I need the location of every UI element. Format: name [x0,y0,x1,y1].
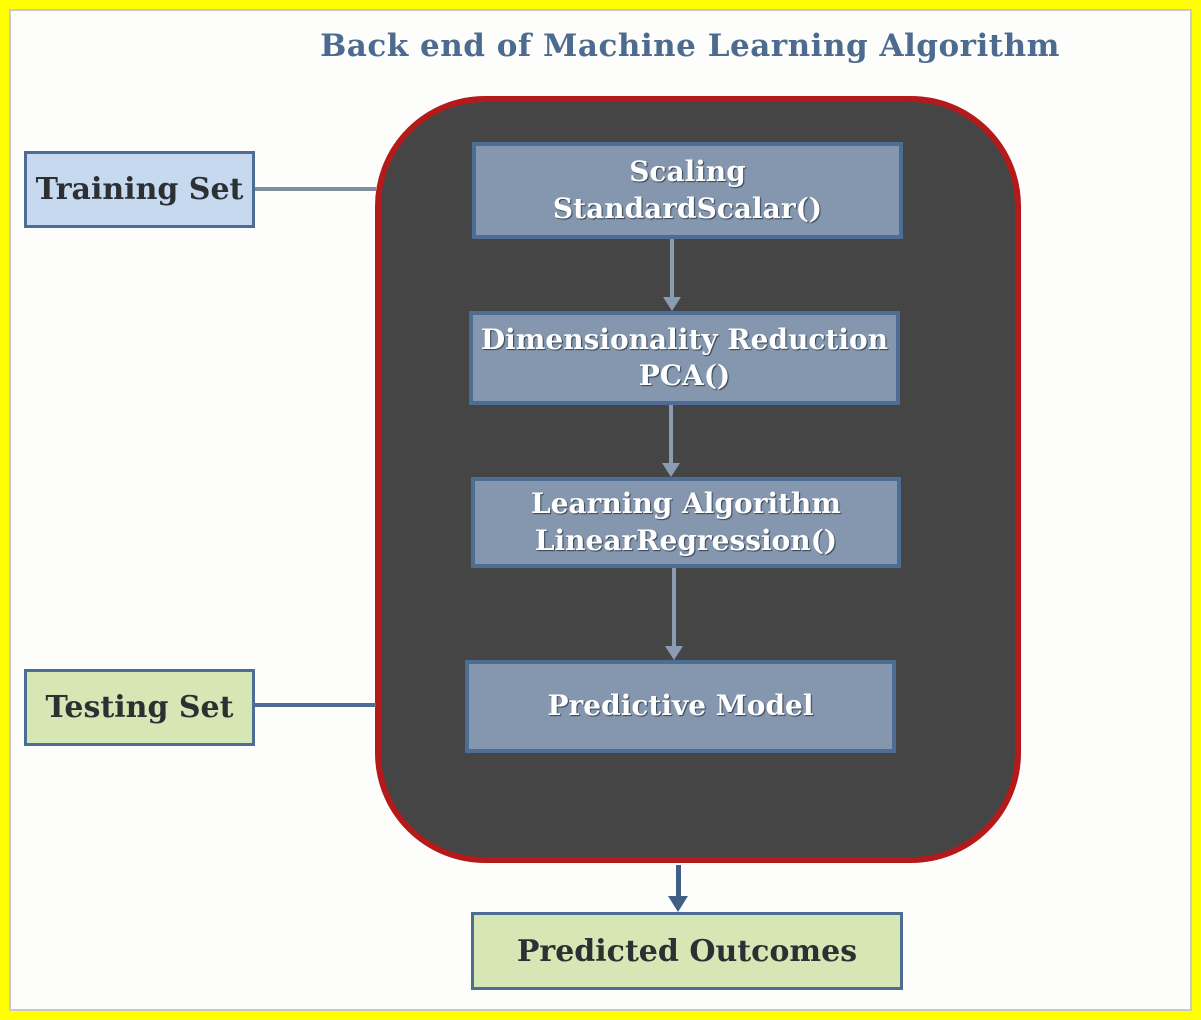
step-dimensionality-reduction: Dimensionality Reduction PCA() [469,311,900,405]
step-pca-function: PCA() [638,359,731,392]
predicted-outcomes-label: Predicted Outcomes [516,933,858,969]
step-predictive-model: Predictive Model [465,660,896,753]
testing-set-label: Testing Set [45,690,234,725]
step-scaling-function: StandardScalar() [552,191,823,225]
step-scaling: Scaling StandardScalar() [472,142,903,239]
step-pca-title: Dimensionality Reduction [480,322,889,356]
diagram-title: Back end of Machine Learning Algorithm [320,28,1060,64]
step-scaling-title: Scaling [629,155,746,189]
training-set-label: Training Set [35,172,244,207]
testing-set-box: Testing Set [24,669,255,746]
step-learning-title: Learning Algorithm [531,487,841,521]
predicted-outcomes-box: Predicted Outcomes [471,912,903,990]
training-set-box: Training Set [24,151,255,228]
step-learning-function: LinearRegression() [534,523,838,557]
step-learning-algorithm: Learning Algorithm LinearRegression() [471,477,901,568]
step-model-title: Predictive Model [547,689,814,723]
